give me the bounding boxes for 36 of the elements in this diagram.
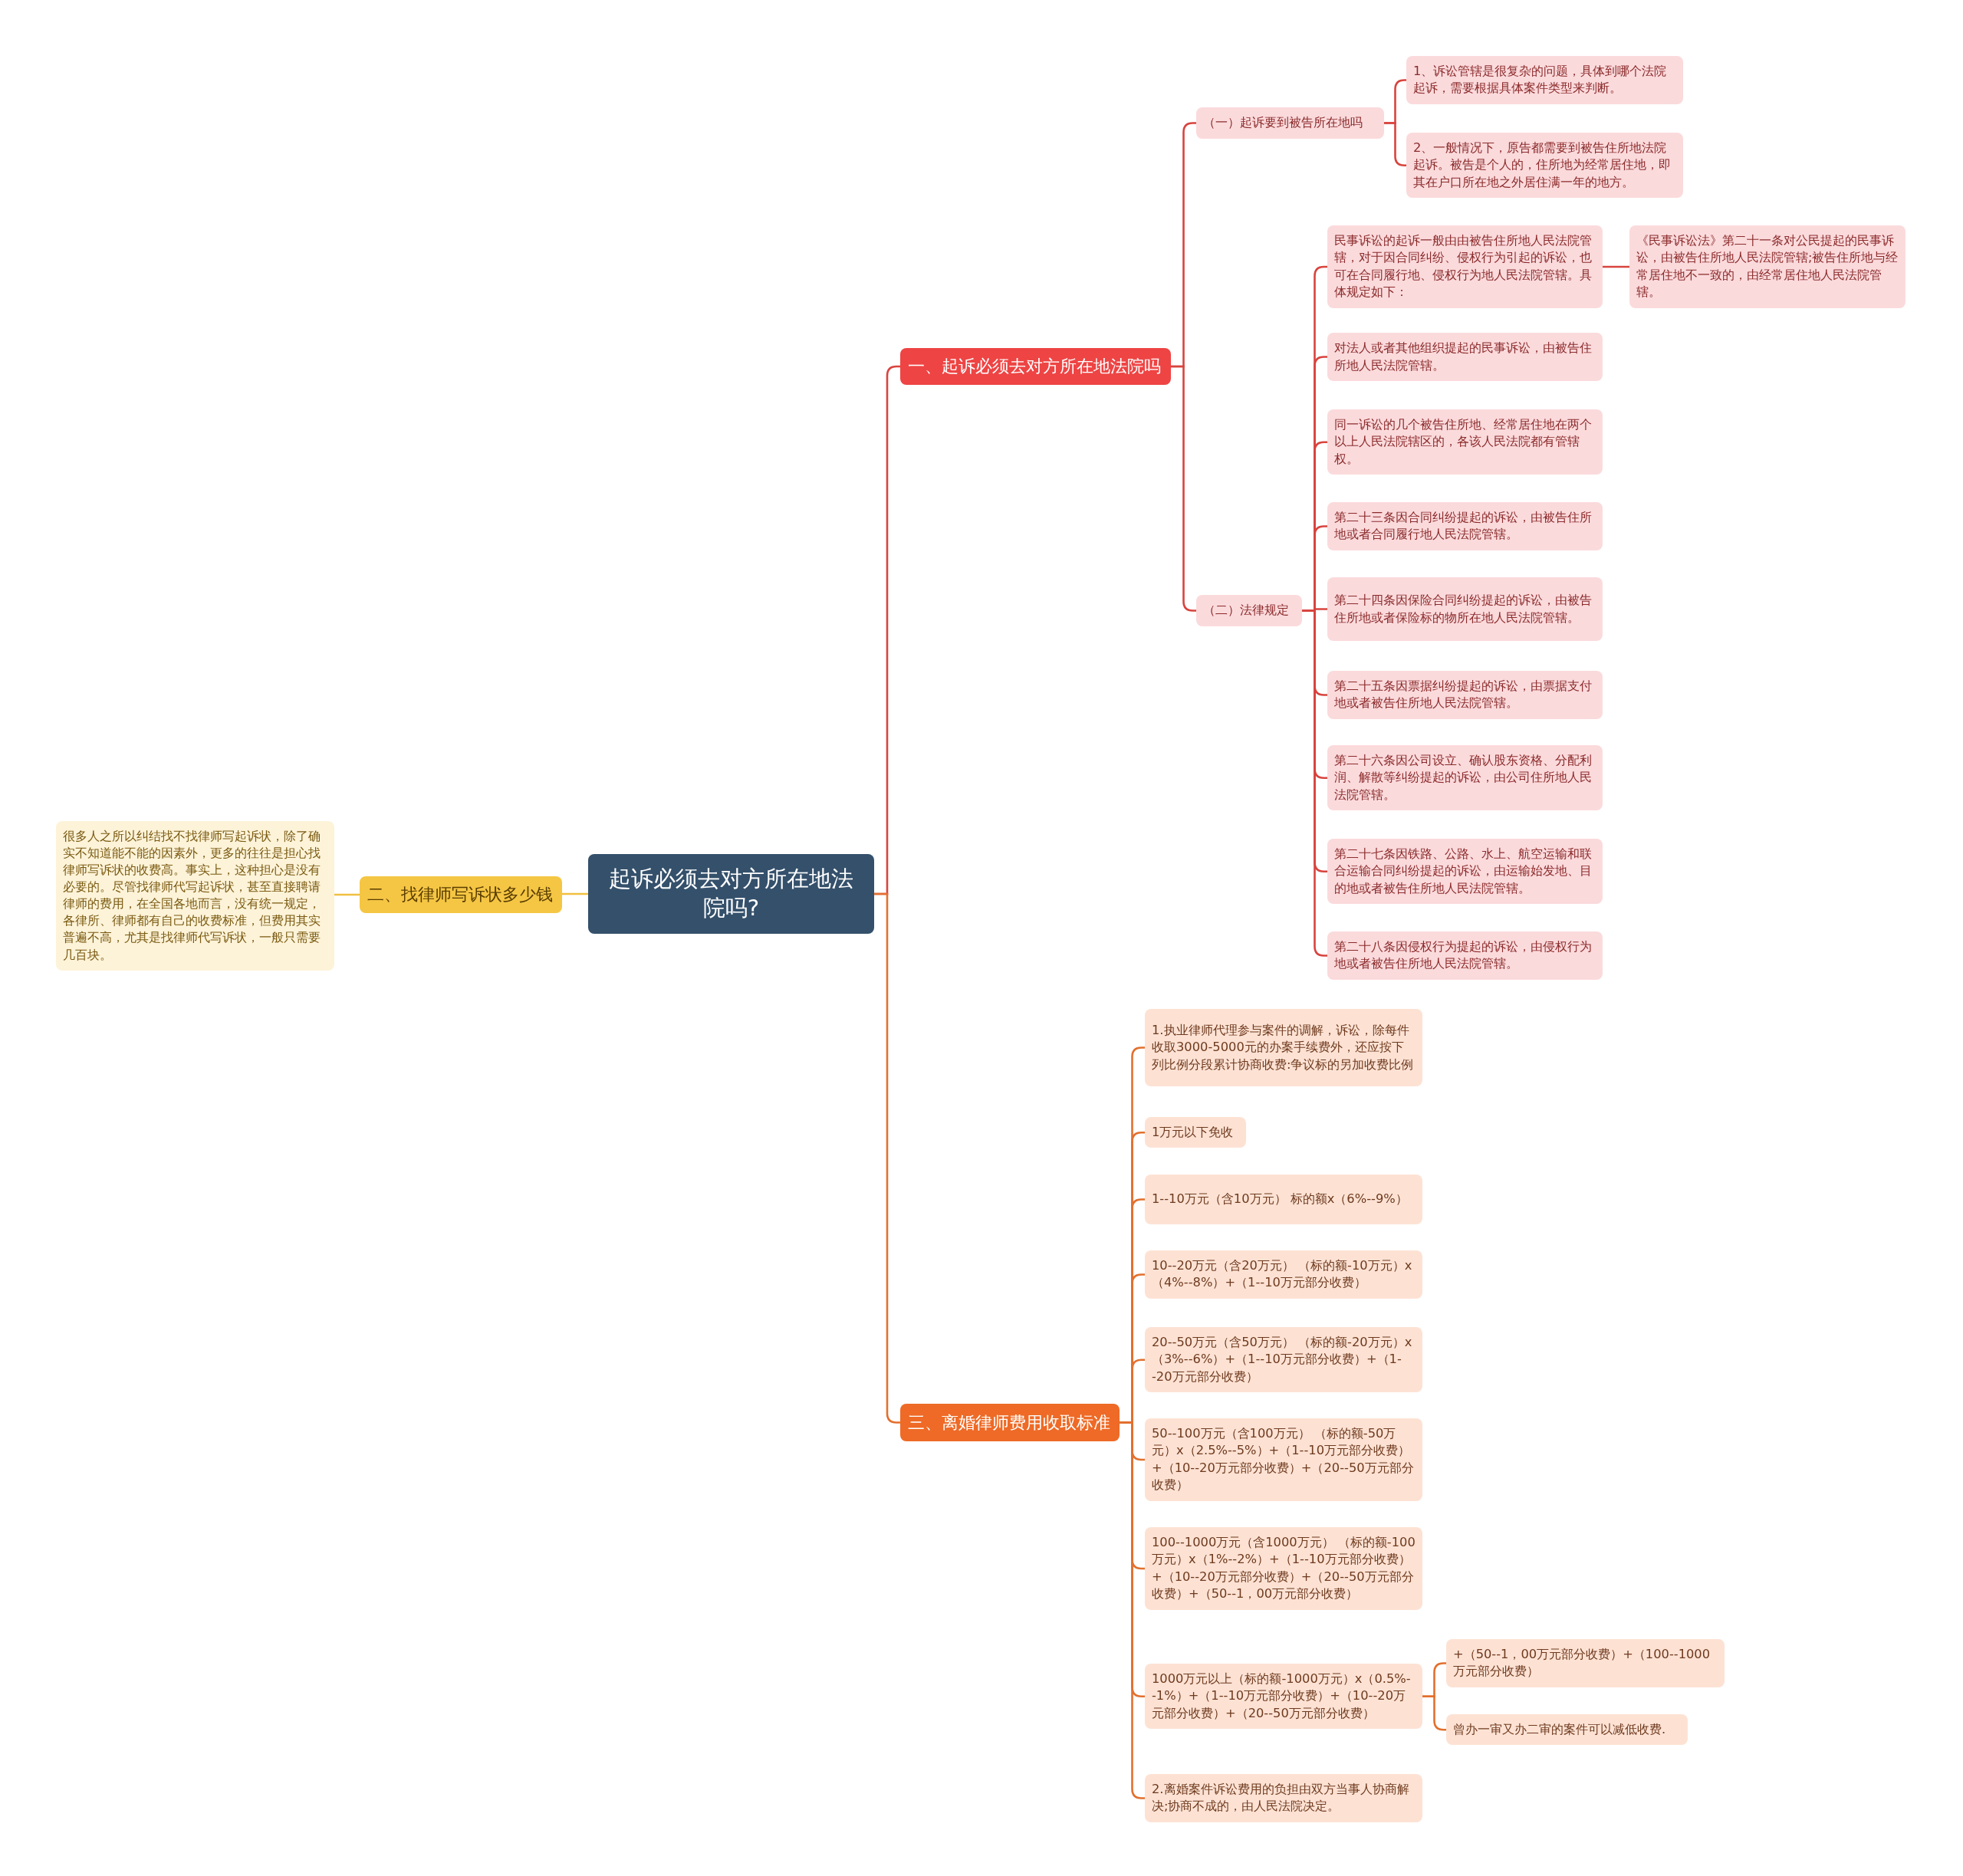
leaf-topic: 同一诉讼的几个被告住所地、经常居住地在两个以上人民法院辖区的，各该人民法院都有管辖权。 (1327, 409, 1603, 475)
subtopic: 100--1000万元（含1000万元） （标的额-100万元）x（1%--2%）+（1--10万元部分收费）+（10--20万元部分收费）+（20--50万元部分收费）+（50--1，00万元部分收费） (1145, 1527, 1422, 1610)
root-topic: 起诉必须去对方所在地法院吗? (588, 854, 874, 934)
leaf-topic: 2、一般情况下，原告都需要到被告住所地法院起诉。被告是个人的，住所地为经常居住地，即其在户口所在地之外居住满一年的地方。 (1406, 133, 1683, 199)
leaf-topic: 第二十七条因铁路、公路、水上、航空运输和联合运输合同纠纷提起的诉讼，由运输始发地、目的地或者被告住所地人民法院管辖。 (1327, 839, 1603, 905)
subtopic: （一）起诉要到被告所在地吗 (1196, 107, 1384, 139)
subtopic: 很多人之所以纠结找不找律师写起诉状，除了确实不知道能不能的因素外，更多的往往是担心找律师写诉状的收费高。事实上，这种担心是没有必要的。尽管找律师代写起诉状，甚至直接聘请律师的费用，在全国各地而言，没有统一规定，各律所、律师都有自己的收费标准，但费用其实普遍不高，尤其是找律师代写诉状，一般只需要几百块。 (56, 821, 334, 971)
leaf-topic: 第二十六条因公司设立、确认股东资格、分配利润、解散等纠纷提起的诉讼，由公司住所地人民法院管辖。 (1327, 745, 1603, 811)
subtopic: 1.执业律师代理参与案件的调解，诉讼，除每件收取3000-5000元的办案手续费外，还应按下列比例分段累计协商收费:争议标的另加收费比例 (1145, 1009, 1422, 1086)
leaf-topic: 对法人或者其他组织提起的民事诉讼，由被告住所地人民法院管辖。 (1327, 333, 1603, 381)
connector-line (1384, 122, 1406, 167)
subtopic: 10--20万元（含20万元） （标的额-10万元）x（4%--8%）+（1--10万元部分收费） (1145, 1250, 1422, 1299)
subtopic: 1000万元以上（标的额-1000万元）x（0.5%--1%）+（1--10万元部分收费）+（10--20万元部分收费）+（20--50万元部分收费） (1145, 1664, 1422, 1730)
connector-line (1422, 1695, 1446, 1731)
leaf-topic: 曾办一审又办二审的案件可以减低收费. (1446, 1714, 1688, 1746)
leaf-topic: 第二十三条因合同纠纷提起的诉讼，由被告住所地或者合同履行地人民法院管辖。 (1327, 502, 1603, 550)
leaf-topic: +（50--1，00万元部分收费）+（100--1000万元部分收费） (1446, 1639, 1725, 1687)
connector-line (1603, 265, 1629, 268)
leaf-topic: 《民事诉讼法》第二十一条对公民提起的民事诉讼，由被告住所地人民法院管辖;被告住所地与经常居住地不一致的，由经常居住地人民法院管辖。 (1629, 225, 1905, 308)
branch-topic: 三、离婚律师费用收取标准 (900, 1404, 1120, 1441)
leaf-topic: 第二十八条因侵权行为提起的诉讼，由侵权行为地或者被告住所地人民法院管辖。 (1327, 931, 1603, 980)
leaf-topic: 第二十五条因票据纠纷提起的诉讼，由票据支付地或者被告住所地人民法院管辖。 (1327, 671, 1603, 719)
branch-topic: 二、找律师写诉状多少钱 (360, 876, 562, 913)
branch-topic: 一、起诉必须去对方所在地法院吗 (900, 348, 1171, 385)
connector-line (562, 892, 588, 895)
subtopic: （二）法律规定 (1196, 595, 1302, 626)
subtopic: 1万元以下免收 (1145, 1117, 1246, 1148)
subtopic: 20--50万元（含50万元） （标的额-20万元）x（3%--6%）+（1--10万元部分收费）+（1--20万元部分收费） (1145, 1327, 1422, 1393)
subtopic: 2.离婚案件诉讼费用的负担由双方当事人协商解决;协商不成的，由人民法院决定。 (1145, 1774, 1422, 1822)
leaf-topic: 第二十四条因保险合同纠纷提起的诉讼，由被告住所地或者保险标的物所在地人民法院管辖。 (1327, 577, 1603, 641)
leaf-topic: 1、诉讼管辖是很复杂的问题，具体到哪个法院起诉，需要根据具体案件类型来判断。 (1406, 56, 1683, 104)
subtopic: 50--100万元（含100万元） （标的额-50万元）x（2.5%--5%）+（1--10万元部分收费）+（10--20万元部分收费）+（20--50万元部分收费） (1145, 1418, 1422, 1501)
connector-line (1302, 609, 1327, 957)
subtopic: 1--10万元（含10万元） 标的额x（6%--9%） (1145, 1175, 1422, 1224)
leaf-topic: 民事诉讼的起诉一般由由被告住所地人民法院管辖，对于因合同纠纷、侵权行为引起的诉讼，也可在合同履行地、侵权行为地人民法院管辖。具体规定如下： (1327, 225, 1603, 308)
connector-line (334, 893, 360, 896)
